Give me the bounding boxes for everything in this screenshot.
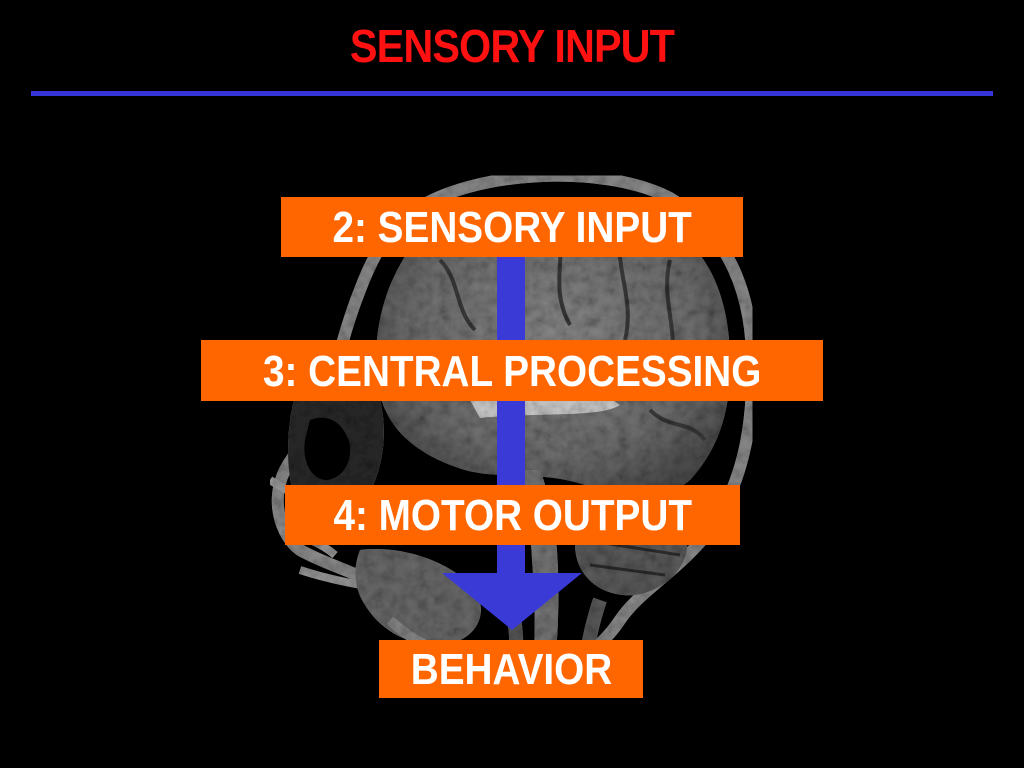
stage-label: 2: SENSORY INPUT <box>332 203 692 252</box>
stage-label: BEHAVIOR <box>410 645 612 694</box>
stage-central-processing: 3: CENTRAL PROCESSING <box>201 340 823 401</box>
title-divider <box>31 91 993 96</box>
stage-label: 3: CENTRAL PROCESSING <box>262 347 762 396</box>
slide-title: SENSORY INPUT <box>349 20 675 72</box>
flow-arrow-head <box>442 573 582 630</box>
stage-motor-output: 4: MOTOR OUTPUT <box>285 485 740 545</box>
stage-sensory-input: 2: SENSORY INPUT <box>281 197 743 257</box>
flow-arrow <box>442 240 582 630</box>
stage-label: 4: MOTOR OUTPUT <box>333 491 692 540</box>
stage-behavior: BEHAVIOR <box>379 640 643 698</box>
